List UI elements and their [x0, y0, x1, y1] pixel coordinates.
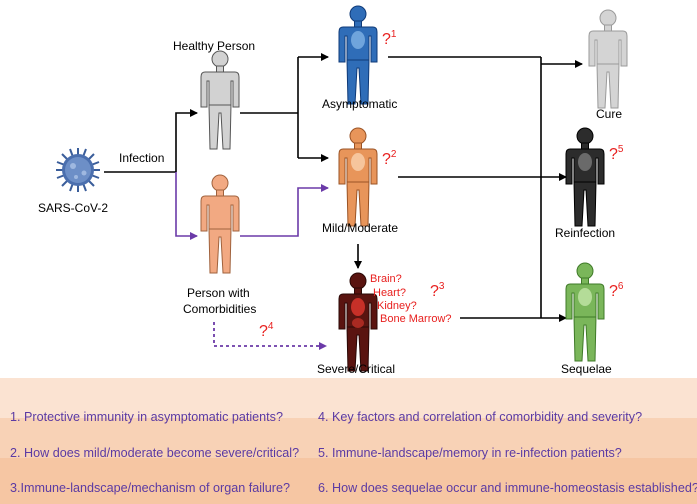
organ-bone-marrow: Bone Marrow? [380, 313, 452, 325]
severe-person-icon [338, 272, 378, 372]
arrow-comorbid-to-severe-dotted [213, 322, 327, 350]
organ-kidney: Kidney? [377, 300, 417, 312]
cure-label: Cure [596, 107, 622, 121]
question-4: 4. Key factors and correlation of comorb… [318, 410, 643, 424]
question-1: 1. Protective immunity in asymptomatic p… [10, 410, 283, 424]
organ-brain: Brain? [370, 273, 402, 285]
infection-label: Infection [119, 151, 164, 165]
asymptomatic-person-icon [338, 5, 378, 105]
mild-person-icon [338, 127, 378, 227]
coronavirus-icon [56, 148, 100, 192]
question-mark-6: ?6 [609, 281, 624, 300]
question-mark-4: ?4 [259, 321, 274, 340]
asymptomatic-label: Asymptomatic [322, 97, 397, 111]
arrows-to-outcomes [388, 56, 583, 322]
question-6: 6. How does sequelae occur and immune-ho… [318, 481, 697, 495]
arrow-infection-to-comorbid [175, 172, 329, 240]
reinfection-person-icon [565, 127, 605, 227]
comorbid-label-line2: Comorbidities [183, 302, 256, 316]
healthy-person-icon [200, 50, 240, 150]
question-3: 3.Immune-landscape/mechanism of organ fa… [10, 481, 291, 495]
sequelae-person-icon [565, 262, 605, 362]
healthy-label: Healthy Person [173, 39, 255, 53]
question-5: 5. Immune-landscape/memory in re-infecti… [318, 446, 622, 460]
severe-label: Severe/Critical [317, 362, 395, 376]
question-mark-5: ?5 [609, 144, 624, 163]
virus-label: SARS-CoV-2 [38, 201, 108, 215]
comorbid-person-icon [200, 174, 240, 274]
mild-label: Mild/Moderate [322, 221, 398, 235]
question-mark-1: ?1 [382, 29, 397, 48]
arrow-healthy-split [240, 53, 329, 162]
question-2: 2. How does mild/moderate become severe/… [10, 446, 300, 460]
arrow-infection-to-healthy [104, 109, 198, 173]
question-marks: ?1 ?2 ?3 ?4 ?5 ?6 [259, 29, 624, 340]
sequelae-label: Sequelae [561, 362, 612, 376]
question-mark-3: ?3 [430, 281, 445, 300]
question-mark-2: ?2 [382, 149, 397, 168]
reinfection-label: Reinfection [555, 226, 615, 240]
comorbid-label-line1: Person with [187, 286, 250, 300]
cure-person-icon [588, 9, 628, 109]
organ-heart: Heart? [373, 287, 406, 299]
organ-labels: Brain? Heart? Kidney? Bone Marrow? [370, 273, 452, 325]
